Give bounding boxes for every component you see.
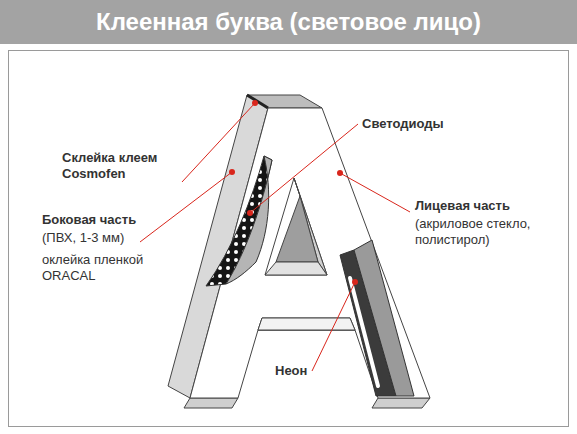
callout-label: Неон (275, 363, 307, 379)
callout-label: оклейка пленкой ORACAL (42, 252, 160, 284)
title: Клеенная буква (световое лицо) (0, 7, 577, 37)
callout-label: Склейка клеем Cosmofen (62, 150, 182, 182)
callout-label: Лицевая часть (415, 198, 510, 214)
callout-label: Боковая часть (42, 212, 136, 228)
callout-label: (акриловое стекло, полистирол) (415, 216, 565, 248)
callout-label: Светодиоды (362, 116, 444, 132)
callout-label: (ПВХ, 1-3 мм) (42, 230, 124, 246)
